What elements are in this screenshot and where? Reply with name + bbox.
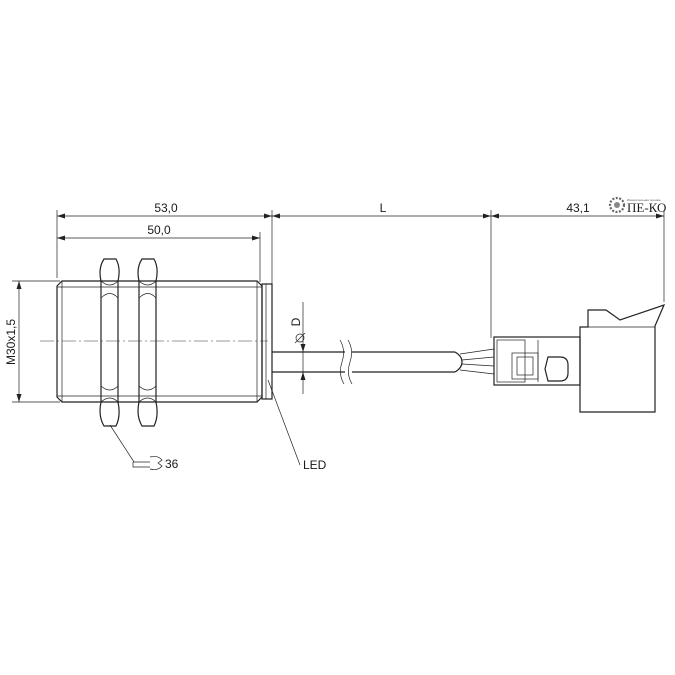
- wrench-size-label: 36: [165, 457, 179, 471]
- wrench-icon: [132, 456, 163, 470]
- cable-diameter-label: D: [289, 317, 303, 326]
- thread-diameter-label: M30x1,5: [4, 319, 18, 365]
- led-label: LED: [303, 458, 327, 472]
- dimension-thread-diameter: M30x1,5: [4, 280, 60, 403]
- dimension-body-length: 53,0: [56, 201, 273, 348]
- gear-icon: [608, 196, 626, 214]
- logo: Измерительная техника ПЕ-КО: [608, 196, 666, 215]
- wrench-callout: 36: [109, 424, 179, 471]
- cable-length-label: L: [380, 201, 387, 215]
- led-callout: LED: [267, 379, 327, 472]
- connector-length-label: 43,1: [566, 201, 590, 215]
- dimension-thread-length: 50,0: [57, 223, 261, 282]
- arrow-left-icon: [544, 356, 569, 382]
- dimension-cable-length: L: [272, 201, 492, 338]
- nut-1: [99, 258, 120, 427]
- thread-length-label: 50,0: [147, 223, 171, 237]
- connector: [493, 303, 666, 413]
- cable: [272, 339, 495, 385]
- body-length-label: 53,0: [154, 201, 178, 215]
- nut-2: [137, 258, 158, 427]
- dimension-cable-diameter: D: [289, 302, 306, 394]
- logo-tagline: Измерительная техника: [627, 198, 661, 202]
- dimension-connector-length: 43,1: [491, 201, 665, 302]
- logo-name: ПЕ-КО: [627, 200, 666, 215]
- sensor-housing: [56, 280, 273, 403]
- diameter-symbol-icon: [294, 332, 306, 344]
